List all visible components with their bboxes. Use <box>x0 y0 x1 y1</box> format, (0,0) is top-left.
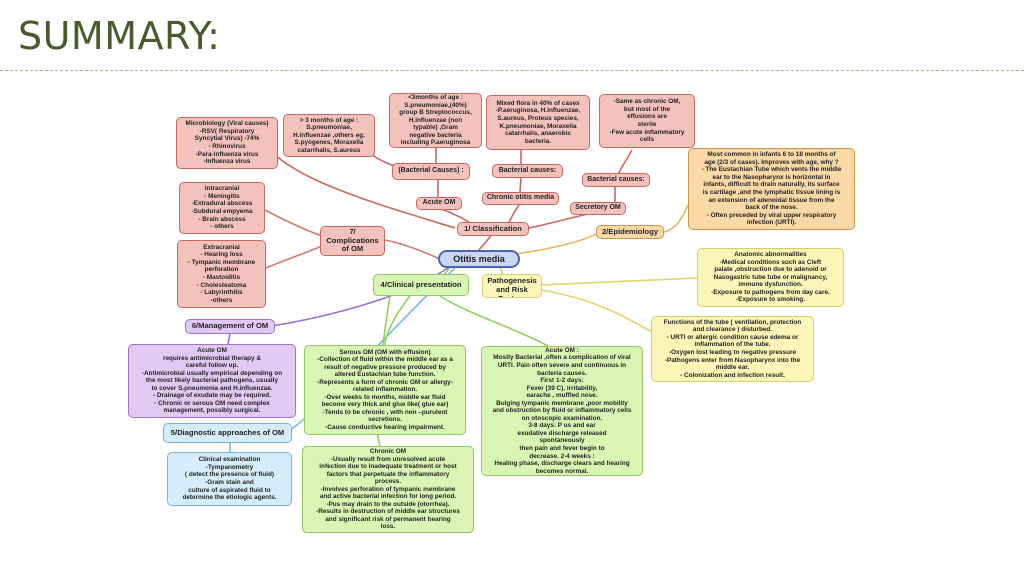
node-anatomic-abnormalities: Anatomic abnormalities -Medical conditio… <box>697 248 844 307</box>
node-chronic-om: Chronic OM -Usually result from unresolv… <box>302 446 474 533</box>
node-under-3-months: <3months of age : S.pneumoniae,(40%) gro… <box>389 93 482 148</box>
branch-clinical-presentation: 4/Clinical presentation <box>373 274 469 296</box>
node-tube-functions: Functions of the tube ( ventilation, pro… <box>651 316 814 382</box>
line-clin-acute <box>439 295 549 347</box>
node-microbiology-viral: Microbiology (Viral causes) -RSV( Respir… <box>176 117 278 169</box>
node-acute-om: Acute OM <box>416 197 462 210</box>
center-node-otitis-media: Otitis media <box>438 250 520 268</box>
node-bacterial-causes-secretory: Bacterial causes: <box>582 173 650 187</box>
line-center-epidemiology <box>514 232 599 255</box>
branch-epidemiology: 2/Epidemiology <box>596 225 664 239</box>
node-same-as-chronic: -Same as chronic OM, but most of the eff… <box>599 94 695 148</box>
node-diagnostic-text: Clinical examination -Tympanometry ( det… <box>167 452 292 506</box>
node-epidemiology-text: Most common in infants 6 to 18 months of… <box>688 148 855 230</box>
line-micro <box>274 154 456 229</box>
line-path-functions <box>540 289 653 333</box>
title-divider <box>0 70 1024 71</box>
node-over-3-months: > 3 months of age : S.pneumoniae, H.infl… <box>283 114 375 157</box>
branch-management: 6/Management of OM <box>185 319 275 334</box>
branch-classification: 1/ Classification <box>457 222 529 236</box>
node-bacterial-causes-chronic: Bacterial causes: <box>492 164 563 178</box>
page-title: SUMMARY: <box>18 14 221 58</box>
node-chronic-otitis-media: Chronic otitis media <box>482 192 559 205</box>
branch-complications: 7/ Complications of OM <box>320 226 385 256</box>
line-comp-extra <box>265 245 323 269</box>
node-intracranial: Intracranial - Meningitis -Extradural ab… <box>179 182 265 234</box>
branch-pathogenesis: 3/OM: Pathogenesis and Risk Factors <box>482 274 542 298</box>
line-epi-text <box>663 204 689 233</box>
node-management-text: Acute OM requires antimicrobial therapy … <box>128 344 296 418</box>
branch-diagnostic-approaches: 5/Diagnostic approaches of OM <box>163 423 292 443</box>
node-mixed-flora: Mixed flora in 40% of cases -P.aeruginos… <box>486 95 590 150</box>
line-path-anatomic <box>540 277 698 286</box>
node-acute-om-presentation: Acute OM : Mostly Bacterial ,often a com… <box>481 346 643 476</box>
line-chronic-bact <box>519 177 522 193</box>
line-center-complications <box>384 239 441 260</box>
node-extracranial: Extracranial - Hearing loss - Tympanic m… <box>177 240 266 308</box>
line-comp-intra <box>264 209 323 237</box>
node-serous-om: Serous OM (OM with effusion) -Collection… <box>304 345 466 435</box>
node-secretory-om: Secretory OM <box>570 202 626 215</box>
line-clin-serous <box>384 295 411 346</box>
line-mgmt-text <box>227 333 231 345</box>
node-bacterial-causes-acute: (Bacterial Causes) : <box>392 163 470 180</box>
line-same <box>617 149 633 175</box>
